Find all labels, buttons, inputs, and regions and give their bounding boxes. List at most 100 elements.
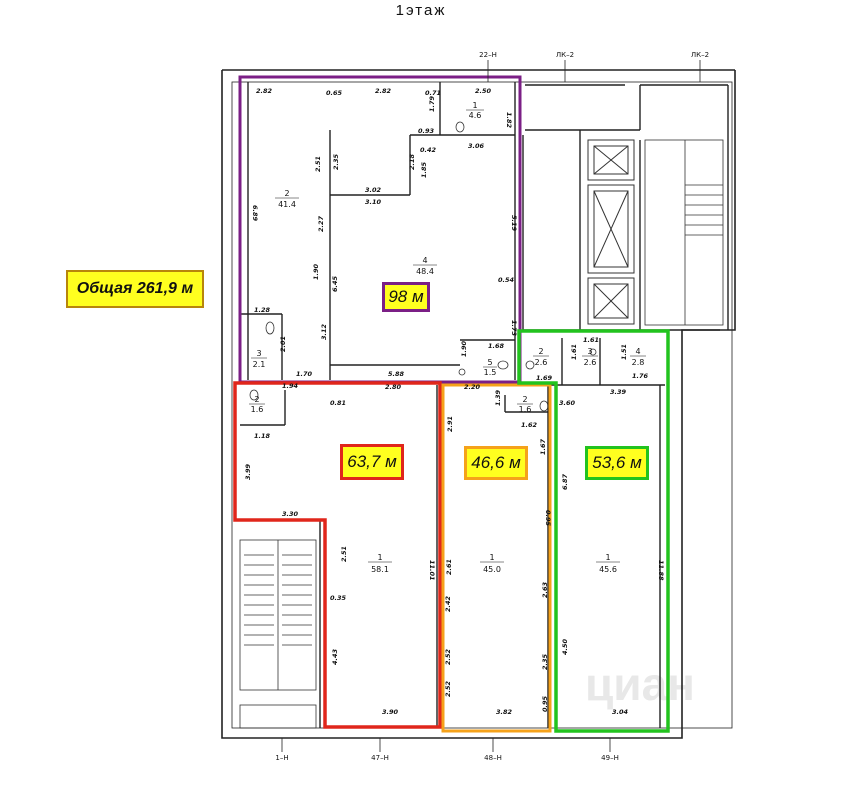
dim-label: 1.68 — [488, 342, 505, 350]
svg-text:45.0: 45.0 — [483, 565, 501, 574]
dim-label: 4.43 — [331, 648, 339, 665]
svg-text:1: 1 — [472, 101, 477, 110]
dim-label: 3.02 — [365, 186, 382, 194]
dim-label: 0.54 — [498, 276, 515, 284]
staircase-left — [239, 539, 317, 729]
svg-text:48.4: 48.4 — [416, 267, 434, 276]
dim-label: 2.82 — [256, 87, 273, 95]
svg-text:5: 5 — [487, 358, 492, 367]
dim-label: 3.82 — [496, 708, 513, 716]
room-label: 21.6 — [517, 395, 533, 414]
zone-outline-46-6 — [441, 383, 552, 733]
dim-label: 0.65 — [326, 89, 343, 97]
svg-text:4: 4 — [635, 347, 640, 356]
dim-label: 3.30 — [282, 510, 299, 518]
axis-label: 22–Н — [479, 51, 497, 59]
dim-label: 3.60 — [559, 399, 576, 407]
floor-title: 1этаж — [395, 2, 447, 19]
svg-text:2.1: 2.1 — [253, 360, 266, 369]
elevator-shafts — [587, 139, 635, 325]
dim-label: 4.50 — [561, 638, 569, 655]
dim-label: 1.62 — [521, 421, 538, 429]
total-area-label: Общая 261,9 м — [66, 270, 204, 308]
room-label: 241.4 — [275, 189, 299, 209]
dim-label: 2.18 — [408, 153, 416, 170]
room-label: 14.6 — [466, 101, 484, 120]
zone-area-label-98: 98 м — [382, 282, 430, 312]
axis-label: 48–Н — [484, 754, 502, 762]
room-label: 158.1 — [368, 553, 392, 574]
zone-area-label-46-6: 46,6 м — [464, 446, 528, 480]
room-label: 32.6 — [582, 347, 598, 367]
zone-area-label-53-6: 53,6 м — [585, 446, 649, 480]
dim-label: 2.52 — [444, 680, 452, 697]
dim-label: 2.51 — [340, 546, 348, 562]
dim-label: 1.28 — [254, 306, 271, 314]
svg-text:1.5: 1.5 — [484, 368, 497, 377]
dim-label: 1.94 — [282, 382, 299, 390]
dim-label: 2.42 — [444, 595, 452, 612]
dim-label: 2.50 — [475, 87, 492, 95]
svg-text:1: 1 — [489, 553, 494, 562]
svg-text:2: 2 — [522, 395, 527, 404]
inner-walls — [240, 82, 729, 728]
dim-label: 0.81 — [330, 399, 346, 407]
svg-text:4.6: 4.6 — [469, 111, 482, 120]
dim-label: 5.88 — [388, 370, 405, 378]
dim-label: 2.01 — [279, 336, 287, 352]
room-label: 42.8 — [630, 347, 646, 367]
dim-label: 6.45 — [331, 275, 339, 292]
axis-label: ЛК–2 — [691, 51, 709, 59]
sanitary-fixtures — [249, 121, 597, 412]
dim-label: 2.27 — [317, 215, 325, 232]
staircase-right — [644, 139, 724, 326]
svg-text:2.6: 2.6 — [535, 358, 548, 367]
dim-label: 1.51 — [620, 344, 628, 360]
dim-label: 3.12 — [320, 323, 328, 340]
dim-label: 6.89 — [251, 205, 259, 222]
svg-text:1.6: 1.6 — [519, 405, 532, 414]
dim-label: 1.39 — [494, 389, 502, 406]
dim-label: 0.95 — [544, 510, 552, 527]
svg-text:2.8: 2.8 — [632, 358, 645, 367]
svg-text:1: 1 — [377, 553, 382, 562]
svg-text:2: 2 — [254, 395, 259, 404]
dim-label: 1.69 — [536, 374, 553, 382]
dim-label: 2.91 — [446, 416, 454, 432]
dim-label: 2.82 — [375, 87, 392, 95]
dim-label: 2.35 — [332, 153, 340, 170]
axis-label: 1–Н — [275, 754, 288, 762]
dim-label: 1.61 — [570, 344, 578, 360]
room-label: 21.6 — [249, 395, 265, 414]
dim-label: 2.52 — [444, 648, 452, 665]
dim-label: 3.90 — [382, 708, 399, 716]
svg-text:2: 2 — [538, 347, 543, 356]
dim-label: 2.80 — [385, 383, 402, 391]
axis-labels: 22–Н ЛК–2 ЛК–2 1–Н 47–Н 48–Н 49–Н — [275, 51, 709, 762]
svg-text:1: 1 — [605, 553, 610, 562]
room-label: 22.6 — [533, 347, 549, 367]
dim-label: 11.01 — [428, 560, 436, 581]
svg-text:58.1: 58.1 — [371, 565, 389, 574]
dim-label: 1.85 — [420, 161, 428, 178]
dim-label: 2.63 — [541, 581, 549, 598]
dim-label: 3.10 — [365, 198, 382, 206]
dim-label: 1.76 — [632, 372, 649, 380]
zone-outline-63-7 — [233, 381, 442, 729]
dim-label: 1.73 — [510, 320, 518, 337]
dim-label: 3.06 — [468, 142, 485, 150]
svg-text:2: 2 — [284, 189, 289, 198]
dim-label: 1.18 — [254, 432, 271, 440]
dim-label: 2.51 — [314, 156, 322, 172]
room-labels: 14.6 241.4 448.4 32.1 51.5 21.6 158.1 21… — [249, 101, 646, 574]
dim-label: 1.82 — [505, 112, 513, 129]
room-label: 145.0 — [480, 553, 504, 574]
svg-text:1.6: 1.6 — [251, 405, 264, 414]
axis-label: 47–Н — [371, 754, 389, 762]
dim-label: 1.90 — [460, 340, 468, 357]
dim-label: 3.39 — [610, 388, 627, 396]
dim-label: 0.71 — [425, 89, 441, 97]
dim-label: 1.79 — [428, 95, 436, 112]
room-label: 448.4 — [413, 256, 437, 276]
